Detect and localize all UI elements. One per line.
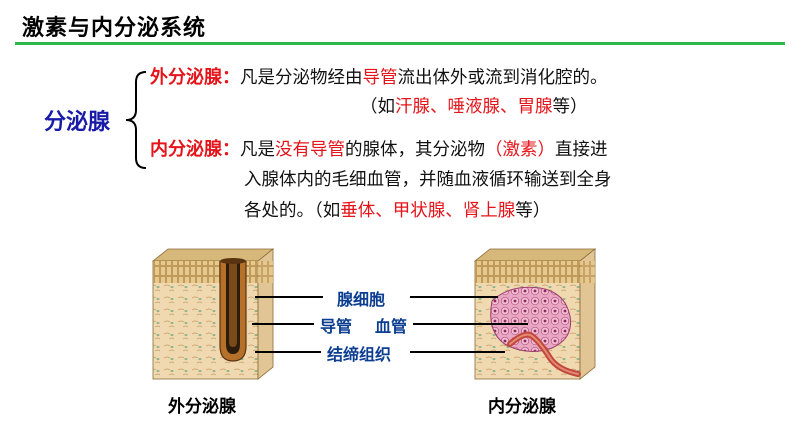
caption-exocrine: 外分泌腺 [168,397,236,417]
label-duct: 导管 [320,317,353,336]
leader-line-gland-cell-right [410,296,498,298]
leader-line-connective-left [255,351,321,353]
endocrine-text-c: 的腺体，其分泌物 [345,140,485,160]
main-term: 分泌腺 [44,110,111,135]
exocrine-gland-illustration [151,248,275,380]
endocrine-text-e: 直接进 [555,140,608,160]
exocrine-examples: 汗腺、唾液腺、胃腺 [395,97,553,117]
endocrine-label: 内分泌腺： [150,139,240,160]
exocrine-line-2: （如汗腺、唾液腺、胃腺等） [360,92,588,123]
leader-line-duct [252,323,314,325]
brace-icon [125,71,147,169]
endocrine-gland-illustration [473,248,597,380]
endocrine-example-close: 等） [515,201,551,221]
endocrine-no-duct: 没有导管 [275,140,345,160]
exocrine-text-end: 流出体外或流到消化腔的。 [397,68,608,88]
endocrine-example-open: 各处的。（如 [244,201,341,221]
label-blood-vessel: 血管 [375,317,408,336]
leader-line-gland-cell-left [255,296,323,298]
exocrine-example-close: 等） [552,97,588,117]
exocrine-duct-highlight: 导管 [362,68,398,88]
leader-line-connective-right [410,351,505,353]
exocrine-example-open: （如 [360,97,395,117]
title-underline [15,42,785,45]
exocrine-line-1: 外分泌腺：凡是分泌物经由导管流出体外或流到消化腔的。 [150,62,608,94]
endocrine-examples: 垂体、甲状腺、肾上腺 [340,201,516,221]
endocrine-text-a: 凡是 [240,140,275,160]
label-connective-tissue: 结缔组织 [327,345,392,364]
endocrine-line-3: 各处的。（如垂体、甲状腺、肾上腺等） [244,196,550,227]
endocrine-hormone: （激素） [485,140,555,160]
leader-line-blood-vessel [413,323,528,325]
endocrine-line-2: 入腺体内的毛细血管，并随血液循环输送到全身 [244,170,612,190]
exocrine-text: 凡是分泌物经由 [240,68,363,88]
page-title: 激素与内分泌系统 [22,16,207,41]
endocrine-line-1: 内分泌腺：凡是没有导管的腺体，其分泌物（激素）直接进 [150,134,608,166]
exocrine-label: 外分泌腺： [150,67,240,88]
label-gland-cell: 腺细胞 [337,290,386,309]
caption-endocrine: 内分泌腺 [488,397,556,417]
